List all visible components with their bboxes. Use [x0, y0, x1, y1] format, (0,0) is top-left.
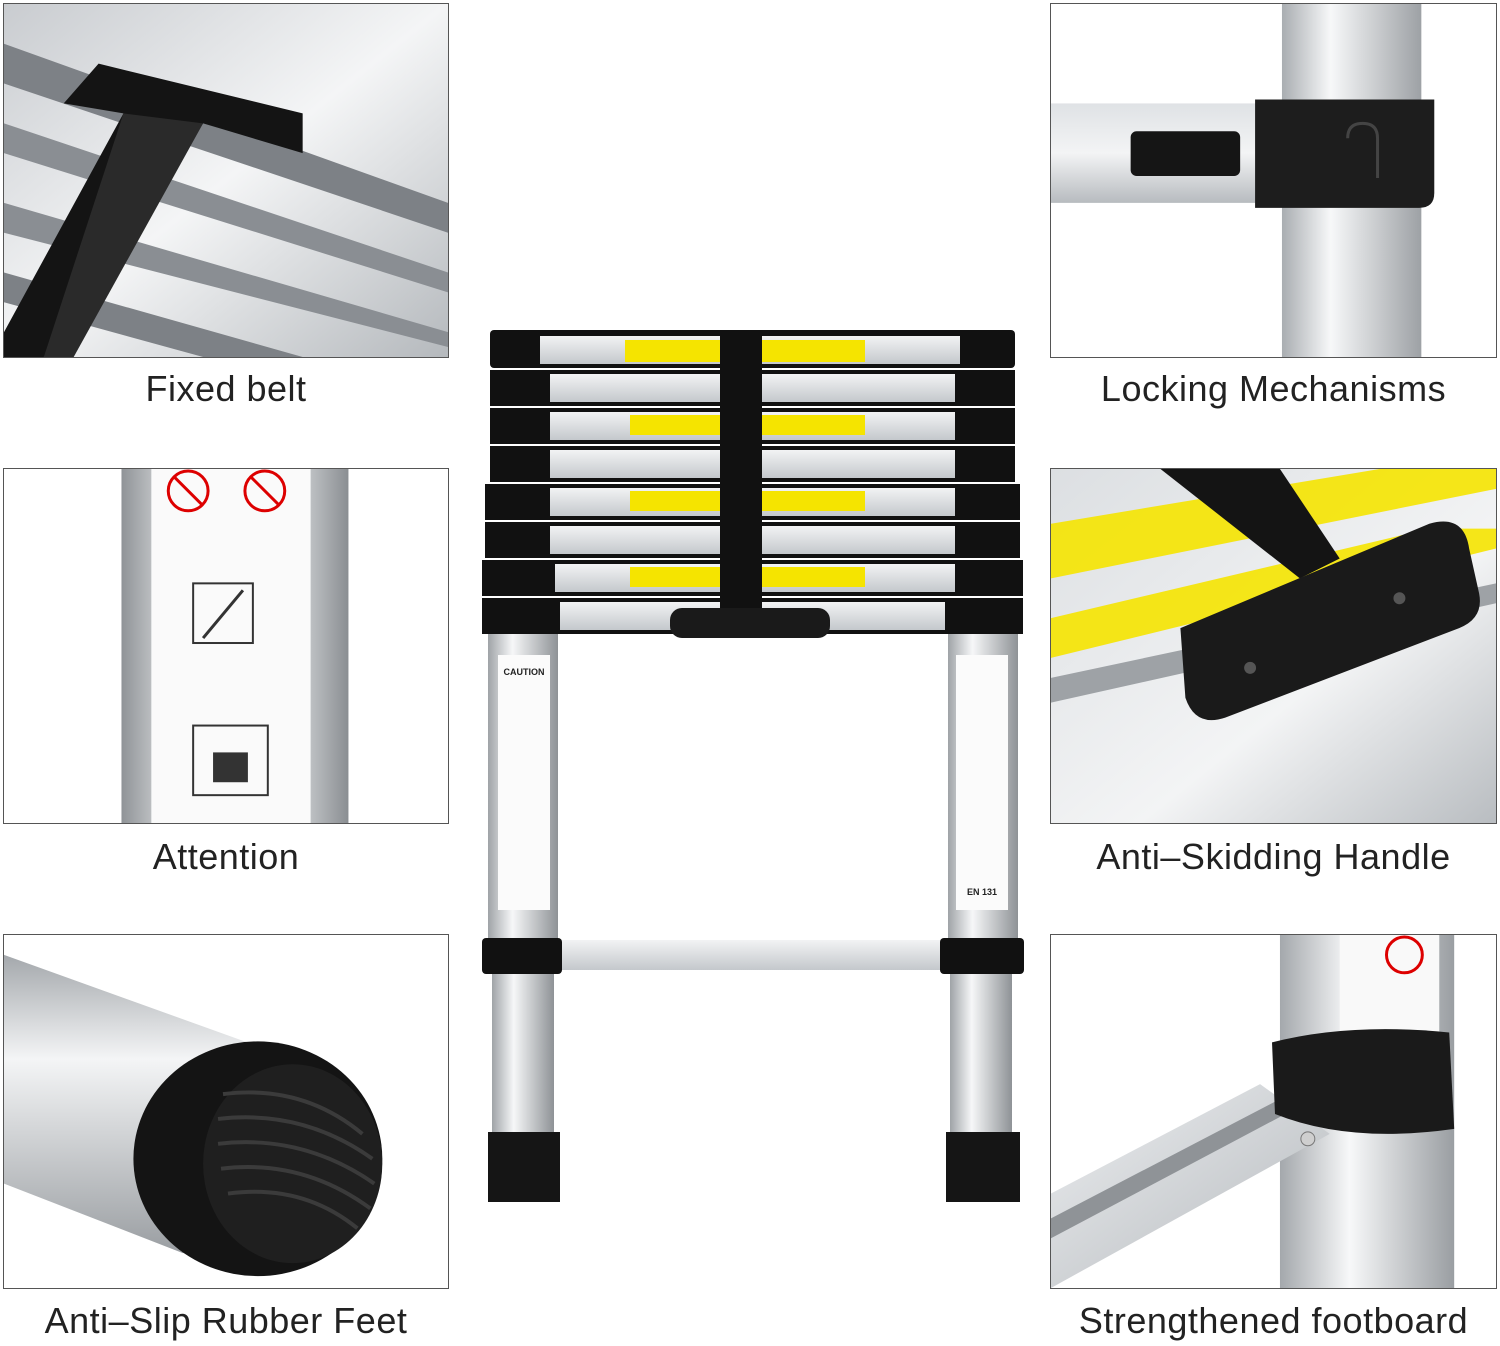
telescopic-ladder-image: CAUTION EN 131 — [470, 320, 1040, 1220]
anti-skidding-handle-photo — [1050, 468, 1497, 824]
caution-label: CAUTION — [504, 667, 545, 677]
fixed-belt-caption: Fixed belt — [145, 368, 307, 409]
anti-slip-rubber-feet-caption: Anti–Slip Rubber Feet — [44, 1300, 408, 1341]
fixed-belt-photo — [3, 3, 449, 358]
strengthened-footboard-photo — [1050, 934, 1497, 1289]
locking-mechanisms-photo — [1050, 3, 1497, 358]
locking-mechanisms-caption: Locking Mechanisms — [1100, 368, 1447, 409]
attention-photo — [3, 468, 449, 824]
standard-label: EN 131 — [967, 887, 997, 897]
strengthened-footboard-caption: Strengthened footboard — [1078, 1300, 1469, 1341]
anti-slip-rubber-feet-photo — [3, 934, 449, 1289]
anti-skidding-handle-caption: Anti–Skidding Handle — [1096, 836, 1451, 877]
attention-caption: Attention — [152, 836, 300, 877]
